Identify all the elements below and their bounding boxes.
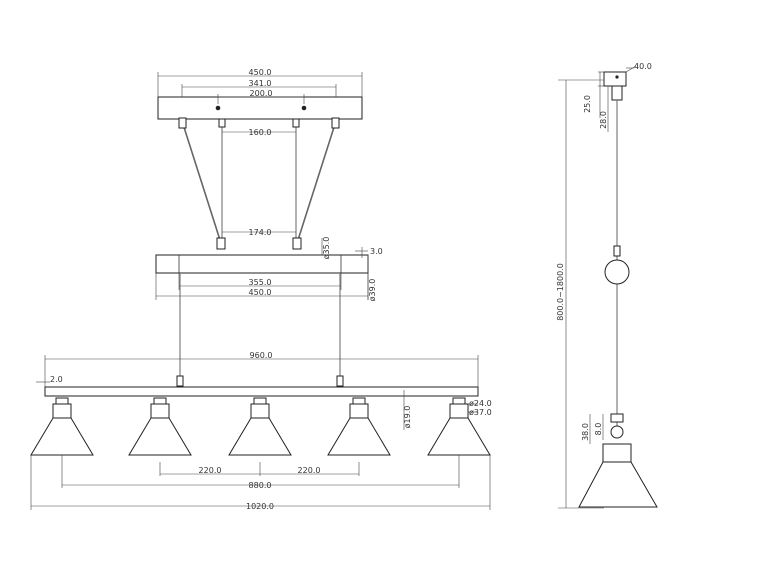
side-middle-bar [604, 259, 630, 285]
clamp-upper-right [331, 117, 340, 129]
canopy-screw-right [301, 105, 307, 111]
label-mount-height: 28.0 [599, 111, 608, 129]
dim-canopy-inner: 200.0 [217, 89, 305, 104]
label-total-width: 1020.0 [246, 502, 274, 511]
dim-socket-diameters: ø24.0 ø37.0 [466, 399, 492, 417]
dim-canopy-width: 450.0 [157, 68, 363, 97]
dim-middle-bar-diameter: ø35.0 [321, 237, 331, 260]
canopy-screw-left [215, 105, 221, 111]
dim-total-width: 1020.0 [30, 455, 491, 511]
dim-middle-bar-outer-diameter: ø39.0 [367, 255, 377, 302]
dim-height-range: 800.0~1800.0 [556, 79, 604, 509]
shade-4 [327, 397, 391, 456]
dim-shade-spacing: 220.0 220.0 [159, 462, 360, 476]
clamp-upper-left [178, 117, 187, 129]
rod-outer-right [297, 120, 337, 241]
main-bar [44, 386, 479, 397]
label-lower-rod-spacing: 174.0 [249, 228, 272, 237]
shade-1 [30, 397, 94, 456]
dim-mount-height: 28.0 [599, 86, 609, 132]
shade-5 [427, 397, 491, 456]
rod-outer-left [181, 120, 221, 241]
wire-clamp-left [176, 375, 184, 387]
label-middle-bar-inner: 355.0 [249, 278, 272, 287]
label-canopy-height: 25.0 [583, 95, 592, 113]
label-canopy-outer: 341.0 [249, 79, 272, 88]
front-view: 450.0 341.0 200.0 160.0 [30, 68, 492, 511]
label-main-bar-diameter: ø19.0 [403, 406, 412, 429]
side-shade-cap [610, 413, 624, 423]
canopy-plate [157, 96, 363, 120]
shade-3 [228, 397, 292, 456]
label-upper-rod-spacing: 160.0 [249, 128, 272, 137]
label-middle-bar-outer-diameter: ø39.0 [368, 279, 377, 302]
side-canopy [603, 71, 627, 87]
dim-upper-rod-spacing: 160.0 [222, 128, 296, 137]
clamp-upper-inner-left [218, 118, 226, 128]
dim-main-bar-diameter: ø19.0 [403, 390, 412, 430]
middle-bar [155, 254, 369, 274]
dim-middle-bar-gap: 3.0 [355, 247, 383, 258]
label-socket-diameter-large: ø37.0 [469, 408, 492, 417]
dim-middle-bar-inner: 355.0 [178, 273, 342, 290]
dim-shade-cap-height: 38.0 [581, 414, 591, 444]
dim-shade-neck-height: 8.0 [594, 414, 604, 440]
label-shade-span: 880.0 [249, 481, 272, 490]
dim-canopy-depth: 40.0 [625, 62, 652, 73]
dim-canopy-height: 25.0 [583, 71, 604, 118]
wire-clamp-right [336, 375, 344, 387]
label-canopy-width: 450.0 [249, 68, 272, 77]
clamp-lower-left [216, 237, 226, 250]
label-middle-bar-gap: 3.0 [370, 247, 383, 256]
label-canopy-inner: 200.0 [250, 89, 273, 98]
dim-canopy-outer: 341.0 [181, 79, 337, 97]
label-main-bar-thickness: 2.0 [50, 375, 63, 384]
label-middle-bar-diameter: ø35.0 [322, 237, 331, 260]
label-shade-cap-height: 38.0 [581, 423, 590, 441]
label-height-range: 800.0~1800.0 [556, 263, 565, 321]
dim-lower-rod-spacing: 174.0 [222, 228, 296, 237]
side-shade-socket [602, 443, 632, 463]
dim-main-bar-thickness: 2.0 [36, 375, 63, 384]
label-main-bar-width: 960.0 [250, 351, 273, 360]
label-shade-neck-height: 8.0 [594, 423, 603, 436]
side-shade-cone [578, 461, 658, 508]
shade-2 [128, 397, 192, 456]
clamp-upper-inner-right [292, 118, 300, 128]
dim-middle-bar-width: 450.0 [155, 273, 369, 300]
side-shade-knob [610, 425, 624, 439]
dim-shade-span: 880.0 [61, 455, 460, 490]
label-shade-spacing-right: 220.0 [298, 466, 321, 475]
label-canopy-depth: 40.0 [634, 62, 652, 71]
clamp-lower-right [292, 237, 302, 250]
label-socket-diameter-small: ø24.0 [469, 399, 492, 408]
side-view: 40.0 25.0 28.0 800.0~1800.0 38. [556, 62, 658, 509]
label-middle-bar-width: 450.0 [249, 288, 272, 297]
dim-main-bar-width: 960.0 [44, 351, 479, 387]
side-canopy-mount [611, 85, 623, 101]
label-shade-spacing-left: 220.0 [199, 466, 222, 475]
